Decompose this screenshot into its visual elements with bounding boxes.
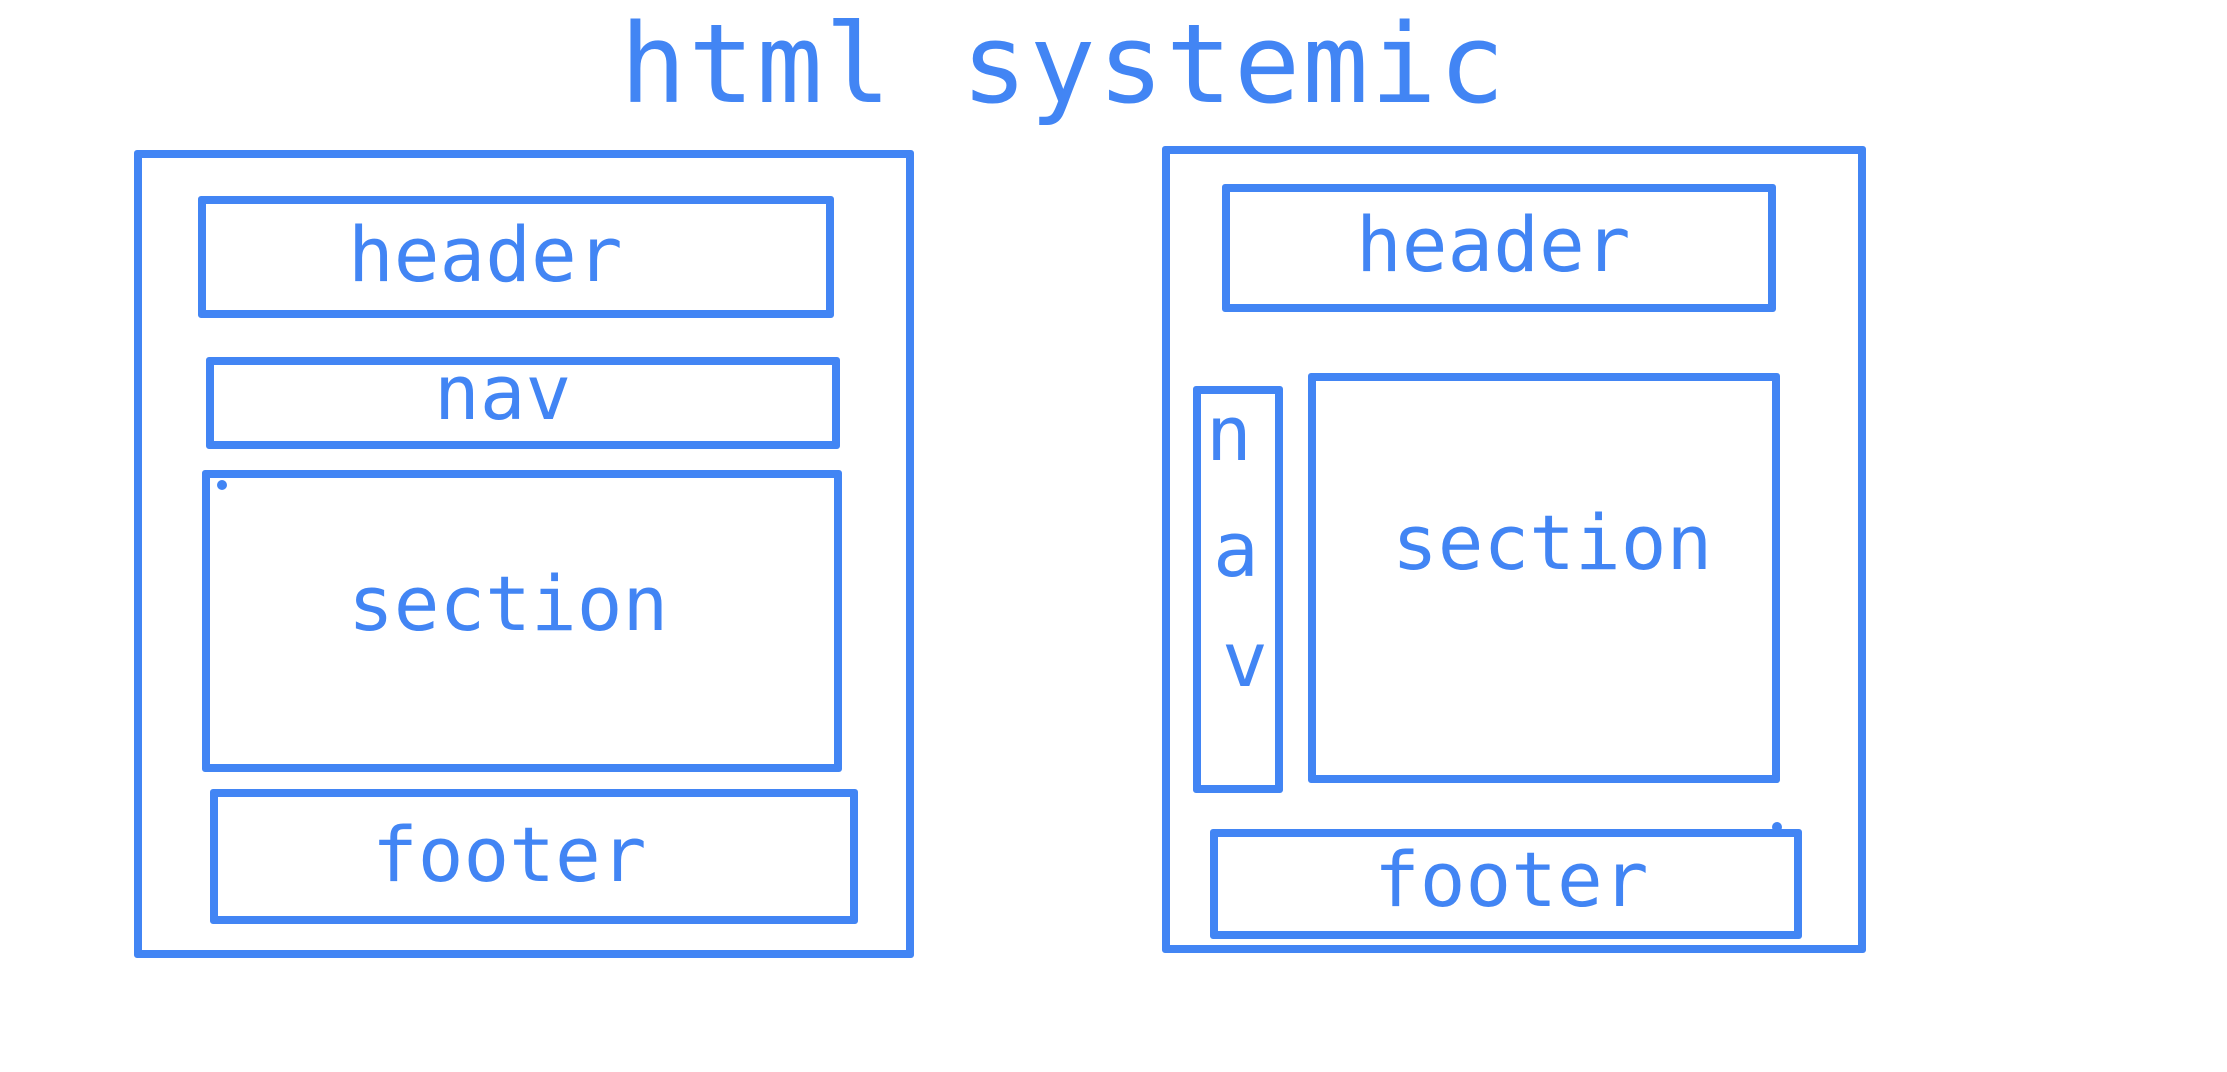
left-header-box — [198, 196, 834, 318]
right-nav-letter-n: n — [1206, 389, 1252, 478]
right-section-label: section — [1392, 498, 1713, 587]
right-nav-letter-v: v — [1222, 615, 1268, 704]
left-nav-label: nav — [434, 348, 572, 437]
left-header-label: header — [348, 210, 623, 299]
right-footer-box — [1210, 829, 1802, 939]
left-footer-box — [210, 789, 858, 924]
left-footer-label: footer — [372, 810, 647, 899]
right-footer-label: footer — [1374, 835, 1649, 924]
diagram-title: html systemic — [620, 0, 1507, 128]
left-section-label: section — [348, 559, 669, 648]
left-section-box — [202, 470, 842, 772]
right-section-box — [1308, 373, 1780, 783]
right-footer-dot — [1772, 822, 1782, 832]
left-nav-box — [206, 357, 840, 449]
right-header-label: header — [1356, 200, 1631, 289]
right-nav-letter-a: a — [1213, 505, 1259, 594]
left-page-frame — [134, 150, 914, 958]
right-header-box — [1222, 184, 1776, 312]
right-page-frame — [1162, 146, 1866, 953]
right-nav-box — [1193, 386, 1283, 793]
left-section-dot — [217, 480, 227, 490]
